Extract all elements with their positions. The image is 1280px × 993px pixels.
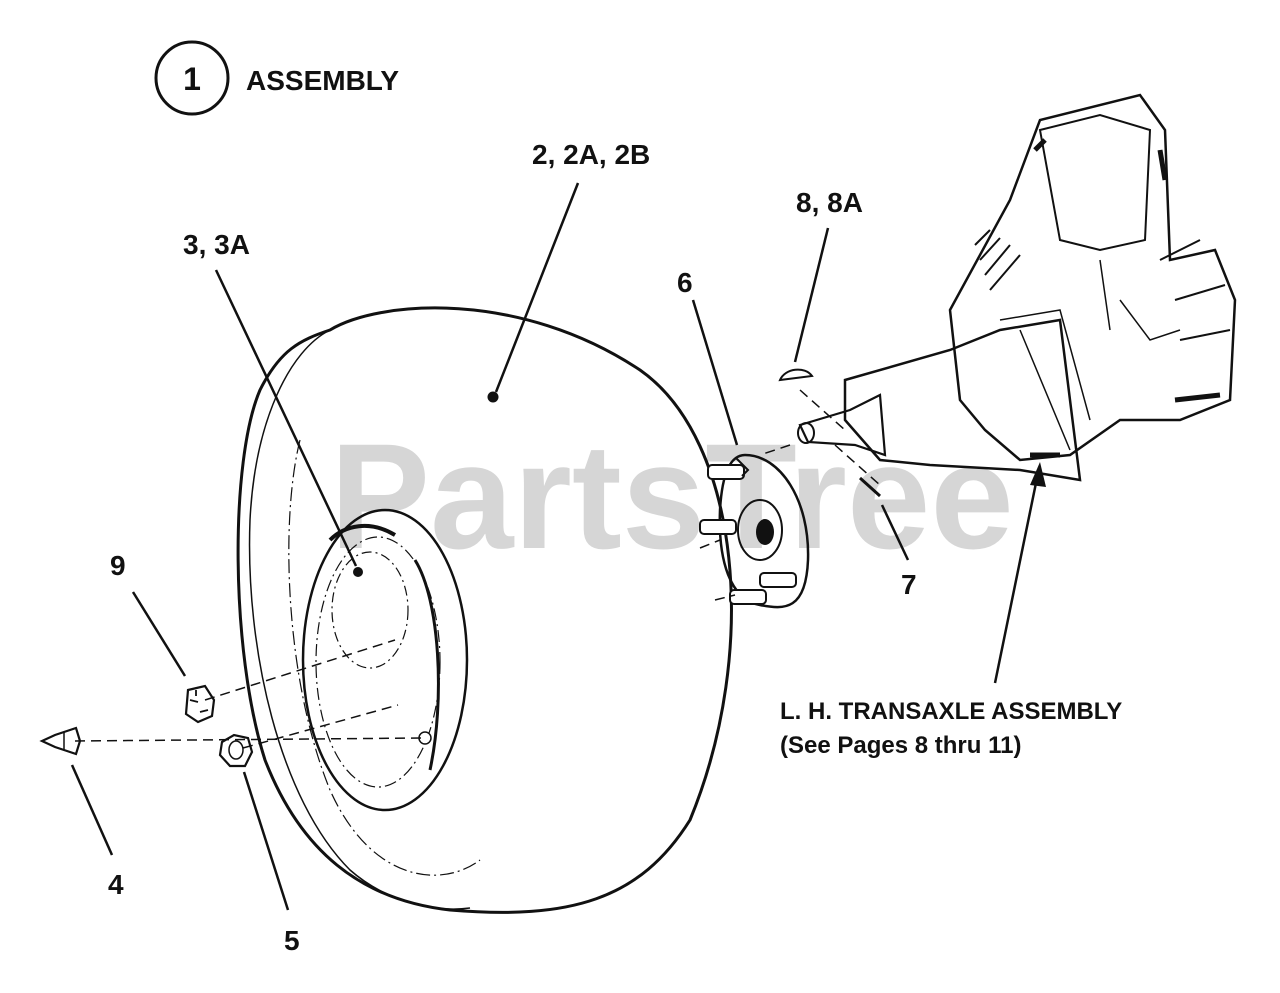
woodruff-key xyxy=(778,368,814,382)
callout-cotter-pin: 7 xyxy=(901,569,917,600)
cotter-pin xyxy=(858,476,882,498)
callout-hub: 6 xyxy=(677,267,693,298)
watermark: PartsTree xyxy=(330,412,1014,580)
tire-outline xyxy=(236,306,733,914)
transaxle-housing xyxy=(948,93,1237,462)
rim-leader xyxy=(214,269,358,567)
tire xyxy=(236,306,733,914)
cotter-pin-leader xyxy=(880,504,910,561)
lug-nut-leader xyxy=(242,771,290,911)
hub xyxy=(699,453,810,609)
wheel-stud xyxy=(707,464,745,480)
rim xyxy=(301,508,469,812)
wheel-stud xyxy=(699,519,737,535)
transaxle-cooling-fins xyxy=(974,229,1231,341)
hub-leader xyxy=(691,299,739,446)
lug-nut-face xyxy=(228,740,244,760)
transaxle-note-line1: L. H. TRANSAXLE ASSEMBLY xyxy=(780,698,1122,725)
hub-keyway xyxy=(735,457,750,477)
transaxle xyxy=(797,93,1237,482)
callout-lug-nut: 5 xyxy=(284,925,300,956)
hub-center xyxy=(737,499,783,561)
rim-lip-shading xyxy=(328,523,397,542)
lug-nut xyxy=(218,733,254,768)
rim-outer xyxy=(301,508,469,812)
transaxle-shading xyxy=(1030,138,1221,458)
axle-end xyxy=(797,422,815,444)
transaxle-note-line2: (See Pages 8 thru 11) xyxy=(780,732,1021,759)
castle-nut-slots xyxy=(189,690,209,713)
valve-stem-body xyxy=(39,726,82,756)
wheel-stud xyxy=(729,589,767,605)
transaxle-details xyxy=(999,259,1181,451)
tire-sidewall xyxy=(248,329,471,910)
castle-nut-body xyxy=(184,684,216,724)
hub-bore xyxy=(756,519,774,545)
assembly-number-circle xyxy=(154,40,230,116)
lug-nut-body xyxy=(218,733,254,768)
tire-tread-inner xyxy=(288,439,481,876)
assembly-title: ASSEMBLY xyxy=(246,65,399,96)
callout-rim: 3, 3A xyxy=(183,229,250,260)
tire-callout-dot xyxy=(487,391,499,403)
wheel-stud xyxy=(759,572,797,588)
wheel-studs xyxy=(699,464,797,605)
transaxle-gearcase xyxy=(1038,113,1152,252)
transaxle-leader xyxy=(993,477,1039,684)
axle-tube xyxy=(843,318,1082,482)
rim-lip-shading-2 xyxy=(413,559,440,771)
castle-nut xyxy=(184,684,216,724)
assembly-number: 1 xyxy=(183,61,201,97)
castle-nut-leader xyxy=(131,591,187,677)
assembly-header: 1 ASSEMBLY xyxy=(154,40,399,116)
transaxle-arrowhead xyxy=(1030,462,1046,487)
valve-stem xyxy=(39,726,82,756)
callout-castle-nut: 9 xyxy=(110,550,126,581)
rim-callout-dot xyxy=(353,567,363,577)
rim-hub-face xyxy=(331,551,409,669)
alignment-lines xyxy=(74,389,881,749)
callout-valve-stem: 4 xyxy=(108,869,124,900)
key-leader xyxy=(793,227,830,363)
callout-key: 8, 8A xyxy=(796,187,863,218)
tire-leader xyxy=(494,182,580,393)
valve-stem-leader xyxy=(70,764,114,856)
hub-flange xyxy=(718,453,810,609)
rim-inner xyxy=(315,536,441,788)
callout-tire: 2, 2A, 2B xyxy=(532,139,650,170)
